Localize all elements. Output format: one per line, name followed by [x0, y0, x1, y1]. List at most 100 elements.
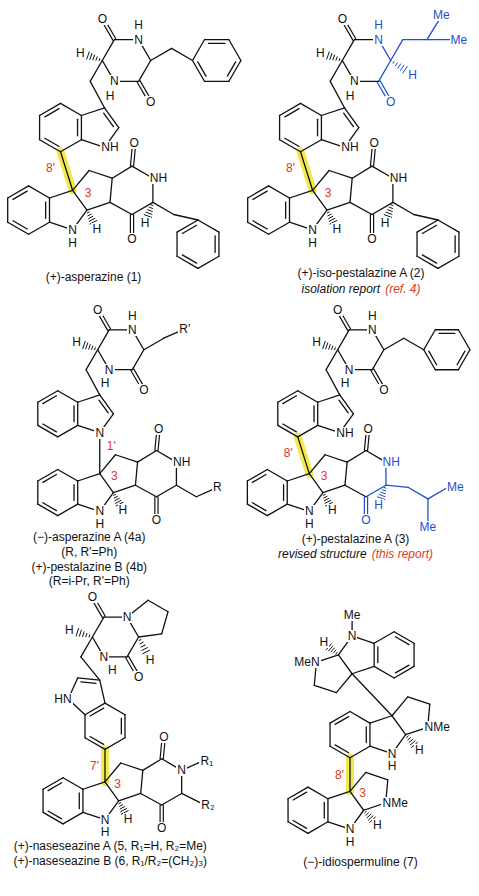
bond [454, 236, 455, 252]
atom-label: N [67, 224, 78, 236]
bond [139, 634, 162, 637]
bond [439, 333, 455, 334]
bond [121, 718, 122, 734]
atom-label: H [304, 518, 315, 530]
atom-label: Me [450, 34, 469, 46]
bond [298, 437, 310, 474]
bond [374, 632, 394, 644]
atom-label: N [345, 823, 356, 835]
bond [198, 62, 206, 76]
hash-bond [87, 212, 89, 213]
hash-bond [89, 216, 93, 218]
bond [372, 350, 384, 370]
atom-label: 3 [320, 470, 329, 482]
bond [81, 657, 100, 680]
bond [285, 109, 299, 117]
hash-bond [119, 803, 121, 804]
bond [48, 783, 62, 791]
hash-bond [142, 648, 148, 651]
hash-bond [92, 346, 93, 349]
hash-bond [89, 635, 91, 637]
highlight-bond [298, 437, 310, 474]
bond [293, 820, 307, 828]
bond [73, 406, 74, 422]
bond [148, 600, 168, 612]
atom-label: Me [343, 609, 362, 621]
hash-bond [148, 210, 153, 212]
hash-bond [89, 345, 91, 350]
atom-label: H [105, 90, 116, 102]
bond [193, 40, 205, 61]
bond [386, 485, 408, 487]
atom-label: H [373, 19, 384, 31]
bond [252, 503, 266, 511]
hash-bond [393, 61, 394, 63]
hash-bond [327, 52, 330, 59]
reference-note: (this report) [371, 548, 434, 561]
hash-bond [99, 58, 101, 60]
bond [87, 202, 110, 210]
bond [98, 330, 110, 350]
bond [143, 759, 162, 771]
bond [329, 723, 330, 746]
bond [327, 202, 350, 210]
atom-label: 3 [324, 187, 333, 199]
highlight-bond [301, 152, 313, 191]
bond [298, 391, 318, 403]
atom-label: N [387, 748, 398, 760]
hash-bond [333, 55, 335, 60]
bond [350, 178, 352, 202]
bond [335, 745, 349, 753]
atom-label: O [133, 671, 144, 683]
bond [369, 723, 370, 746]
bond [83, 782, 105, 789]
bond [29, 186, 50, 198]
atom-label: N [344, 364, 355, 376]
bond [156, 485, 176, 497]
bond [78, 678, 100, 680]
atom-label: H [118, 504, 129, 516]
compound-name: (+)-pestalazine A (3) [301, 533, 411, 546]
bond [174, 215, 198, 221]
bond [301, 103, 322, 115]
bond [61, 152, 73, 191]
atom-label: H [64, 624, 75, 636]
hash-bond [90, 53, 92, 59]
hash-bond [120, 807, 124, 809]
atom-label: O [126, 233, 137, 245]
hash-bond [329, 218, 335, 221]
atom-label: H [414, 744, 425, 756]
bond [182, 255, 196, 263]
bond [339, 400, 348, 413]
bond [176, 232, 177, 256]
atom-label: O [385, 96, 396, 108]
compound-name: (+)-pestalazine B (4b) [30, 561, 148, 574]
atom-label: N [349, 75, 360, 87]
hash-bond [336, 652, 337, 654]
bond [45, 202, 46, 218]
hash-bond [324, 498, 328, 500]
bond [352, 666, 374, 673]
atom-label: H [380, 217, 391, 229]
atom-label: NMe [423, 721, 450, 733]
bond [78, 395, 100, 402]
bond [105, 703, 125, 715]
hash-bond [384, 487, 386, 489]
atom-label: O [366, 233, 377, 245]
bond [392, 716, 406, 735]
hash-bond [332, 346, 333, 349]
bond [338, 330, 350, 350]
atom-label: N [122, 611, 133, 623]
atom-label: 3 [84, 187, 93, 199]
atom-label: 7' [89, 760, 100, 772]
bond [325, 455, 347, 462]
bond [218, 232, 219, 256]
bond [172, 48, 193, 60]
atom-label: N [104, 364, 115, 376]
bond [329, 171, 352, 179]
bond [247, 481, 248, 504]
bond [205, 39, 229, 40]
bond [458, 232, 459, 256]
atom-label: N [100, 814, 111, 826]
bond [50, 190, 73, 198]
